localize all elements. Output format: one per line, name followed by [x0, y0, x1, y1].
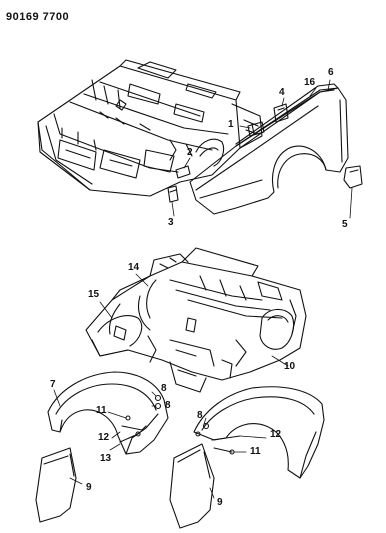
callout-15: 15 — [88, 289, 100, 300]
right-splash-shield — [169, 443, 215, 529]
left-wheelhouse-shield — [47, 371, 169, 455]
fender-moulding — [235, 83, 339, 149]
callout-8-upper: 8 — [161, 383, 167, 394]
fasteners-right — [195, 422, 241, 455]
leader-lines-bottom — [53, 273, 289, 499]
front-body-shell — [37, 59, 263, 197]
left-splash-shield — [35, 447, 77, 523]
callout-3: 3 — [168, 217, 174, 228]
callout-11-right: 11 — [250, 446, 261, 457]
front-fender — [189, 87, 349, 215]
callout-9-right: 9 — [217, 497, 223, 508]
bracket-3 — [167, 185, 179, 203]
bracket-1 — [247, 121, 265, 137]
right-wheelhouse-shield — [193, 386, 325, 479]
callout-1: 1 — [228, 119, 234, 130]
callout-11-left: 11 — [96, 405, 107, 416]
callout-13: 13 — [100, 453, 112, 464]
leader-lines-top — [171, 79, 353, 219]
rear-front-structure — [85, 247, 307, 393]
callout-5: 5 — [342, 219, 348, 230]
callout-12-left: 12 — [98, 432, 110, 443]
callout-7: 7 — [50, 379, 56, 390]
callout-14: 14 — [128, 262, 140, 273]
callout-9-left: 9 — [86, 482, 92, 493]
callout-10: 10 — [284, 361, 296, 372]
callout-16: 16 — [304, 77, 316, 88]
bracket-5 — [343, 165, 363, 189]
catalog-number: 90169 7700 — [6, 11, 70, 23]
callout-12-right: 12 — [270, 429, 282, 440]
callout-8-right: 8 — [197, 410, 203, 421]
callout-4: 4 — [279, 87, 285, 98]
callout-2: 2 — [187, 147, 193, 158]
callout-8-lower: 8 — [165, 400, 171, 411]
callout-6: 6 — [328, 67, 334, 78]
